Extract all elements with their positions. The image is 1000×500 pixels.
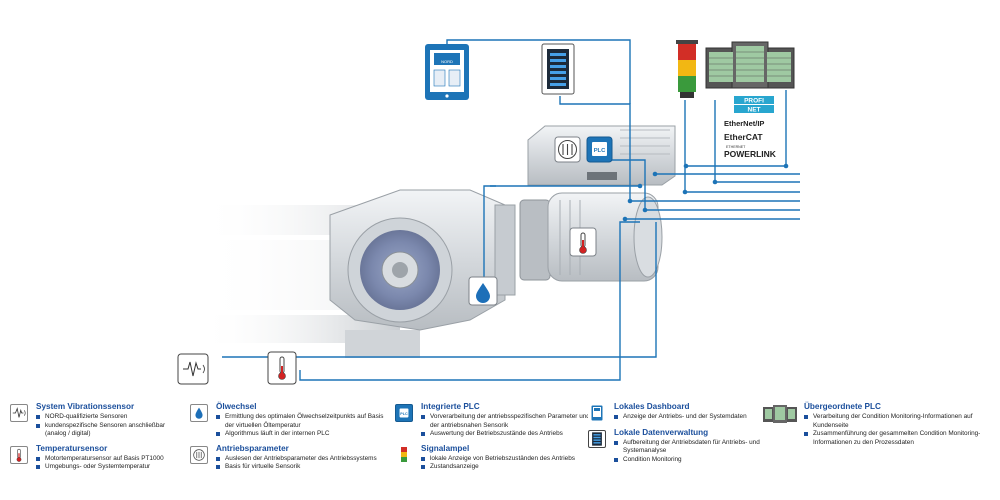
legend-item: Verarbeitung der Condition Monitoring-In…	[804, 413, 994, 430]
profinet-logo: PROFI NET	[734, 96, 774, 114]
legend-column-3: PLC Integrierte PLC Vorverarbeitung der …	[395, 402, 590, 477]
legend-item: Auswertung der Betriebszustände des Antr…	[421, 430, 590, 439]
legend-column-4: Lokales Dashboard Anzeige der Antriebs- …	[588, 402, 763, 469]
data-storage-icon	[588, 429, 606, 448]
legend-entry-drive-parameters: Antriebsparameter Auslesen der Antriebsp…	[190, 444, 390, 472]
gearbox	[329, 189, 516, 331]
ethernetip-logo: EtherNet/IP	[724, 119, 764, 128]
legend-entry-local-data: Lokale Datenverwaltung Aufbereitung der …	[588, 428, 763, 465]
drive-system-diagram: NORD	[177, 39, 800, 385]
profinet-line1: PROFI	[744, 98, 764, 105]
legend-title: Signalampel	[421, 443, 470, 453]
legend-item: Zusammenführung der gesammelten Conditio…	[804, 430, 994, 447]
ethercat-logo: EtherCAT	[724, 132, 763, 142]
legend-entry-vibration: System Vibrationssensor NORD-qualifizier…	[10, 402, 185, 439]
legend-title: Übergeordnete PLC	[804, 402, 881, 411]
legend-item: Basis für virtuelle Sensorik	[216, 463, 390, 472]
legend-item: lokale Anzeige von Betriebszuständen des…	[421, 455, 590, 464]
powerlink-logo: POWERLINK	[724, 149, 777, 159]
drive-parameter-icon	[190, 445, 208, 464]
svg-text:PLC: PLC	[400, 412, 408, 416]
legend-title: System Vibrationssensor	[36, 402, 135, 411]
server-icon	[762, 404, 798, 424]
legend-item: Vorverarbeitung der antriebsspezifischen…	[421, 413, 590, 430]
legend-entry-oil-change: Ölwechsel Ermittlung des optimalen Ölwec…	[190, 402, 390, 439]
legend-title: Antriebsparameter	[216, 443, 289, 453]
legend-item: kundenspezifische Sensoren anschließbar …	[36, 422, 185, 439]
legend-item: Umgebungs- oder Systemtemperatur	[36, 463, 185, 472]
legend-item: Auslesen der Antriebsparameter des Antri…	[216, 455, 390, 464]
legend-column-1: System Vibrationssensor NORD-qualifizier…	[10, 402, 185, 477]
fieldbus-protocols: PROFI NET EtherNet/IP EtherCAT ETHERNET …	[724, 96, 777, 159]
legend-title: Lokale Datenverwaltung	[614, 427, 709, 437]
legend-entry-integrated-plc: PLC Integrierte PLC Vorverarbeitung der …	[395, 402, 590, 439]
signal-light-icon	[395, 445, 413, 464]
legend-title: Integrierte PLC	[421, 402, 480, 411]
oil-drop-icon	[190, 404, 208, 422]
legend-item: Motortemperatursensor auf Basis PT1000	[36, 455, 185, 464]
oil-drop-badge	[468, 276, 498, 306]
legend-item: Algorithmus läuft in der internen PLC	[216, 430, 390, 439]
powerlink-top-label: ETHERNET	[726, 145, 746, 149]
legend-title: Temperatursensor	[36, 443, 108, 453]
legend-column-2: Ölwechsel Ermittlung des optimalen Ölwec…	[190, 402, 390, 477]
legend-item: NORD-qualifizierte Sensoren	[36, 413, 185, 422]
plc-badge-label: PLC	[594, 148, 606, 154]
dashboard-tablet-icon	[588, 404, 606, 422]
plc-badge: PLC	[586, 136, 613, 163]
legend: System Vibrationssensor NORD-qualifizier…	[0, 402, 1000, 500]
profinet-line2: NET	[748, 107, 761, 114]
vibration-icon	[10, 404, 28, 422]
ambient-temperature-box	[267, 351, 297, 385]
signal-light-tower	[676, 40, 698, 98]
dashboard-tablet-device: NORD	[425, 44, 469, 100]
legend-entry-temperature: Temperatursensor Motortemperatursensor a…	[10, 444, 185, 472]
legend-entry-higher-plc: Übergeordnete PLC Verarbeitung der Condi…	[762, 402, 994, 447]
legend-item: Aufbereitung der Antriebsdaten für Antri…	[614, 439, 763, 456]
legend-item: Ermittlung des optimalen Ölwechselzeitpu…	[216, 413, 390, 430]
motor	[519, 192, 663, 282]
legend-column-5: Übergeordnete PLC Verarbeitung der Condi…	[762, 402, 994, 452]
legend-item: Zustandsanzeige	[421, 463, 590, 472]
legend-entry-signal-light: Signalampel lokale Anzeige von Betriebsz…	[395, 444, 590, 472]
plc-icon: PLC	[395, 404, 413, 422]
legend-item: Anzeige der Antriebs- und der Systemdate…	[614, 413, 763, 422]
vibration-sensor-box	[177, 353, 209, 385]
tablet-brand-label: NORD	[441, 59, 453, 64]
connection-lines	[222, 39, 800, 381]
legend-title: Lokales Dashboard	[614, 402, 690, 411]
legend-item: Condition Monitoring	[614, 456, 763, 465]
plc-server-rack	[705, 41, 795, 89]
legend-entry-local-dashboard: Lokales Dashboard Anzeige der Antriebs- …	[588, 402, 763, 422]
connection-nodes	[622, 163, 789, 222]
drive-parameter-badge	[554, 136, 581, 163]
motor-temperature-badge	[569, 227, 597, 257]
data-storage-device	[541, 43, 575, 95]
thermometer-icon	[10, 445, 28, 464]
legend-title: Ölwechsel	[216, 402, 257, 411]
